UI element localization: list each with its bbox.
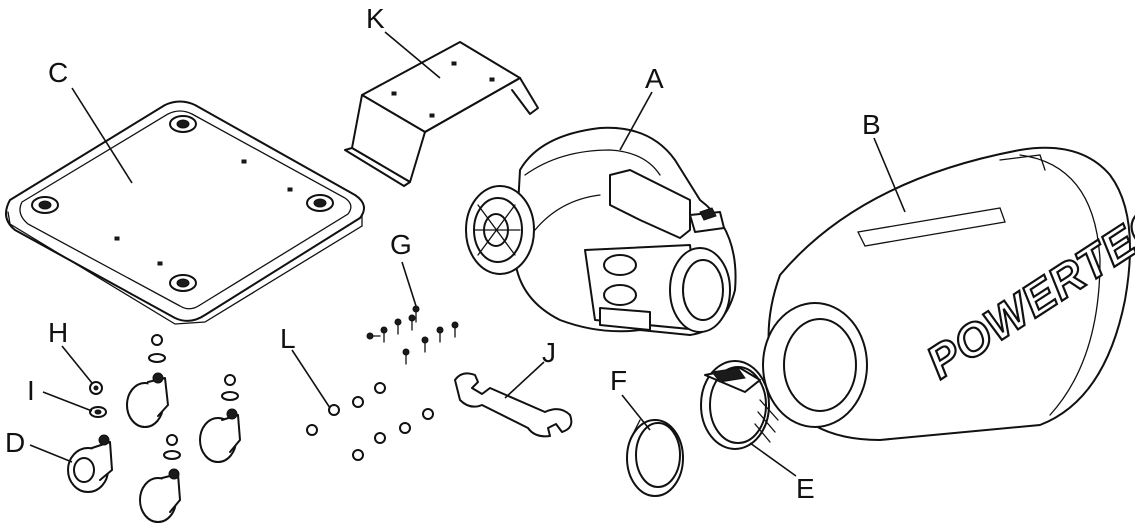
screw <box>408 314 416 331</box>
motor-cylinder <box>584 244 731 333</box>
part-c-base-plate <box>5 100 365 325</box>
label-e: E <box>796 473 815 504</box>
label-b: B <box>862 109 881 140</box>
caster <box>126 334 169 428</box>
part-g-screws <box>366 305 459 365</box>
label-h: H <box>48 317 68 348</box>
label-l: L <box>280 323 296 354</box>
part-f-ring <box>626 419 684 497</box>
label-i: I <box>27 375 35 406</box>
part-b-canister: POWERTEC. <box>762 146 1135 441</box>
part-a-blower-motor <box>465 126 737 336</box>
label-k: K <box>366 3 385 34</box>
screw <box>451 321 459 338</box>
screw <box>402 348 410 365</box>
screw <box>436 326 444 343</box>
label-d: D <box>5 427 25 458</box>
screw <box>366 332 381 340</box>
plate-foot-hole <box>31 196 59 214</box>
plate-foot-hole <box>306 194 334 212</box>
caster <box>199 374 241 463</box>
label-f: F <box>610 365 627 396</box>
blower-inlet <box>465 185 535 275</box>
part-k-bracket <box>344 41 539 187</box>
part-i-washer <box>89 406 107 418</box>
label-a: A <box>645 63 664 94</box>
plate-foot-hole <box>169 115 197 133</box>
part-e-hose-clamp <box>700 360 779 450</box>
screw <box>421 336 429 353</box>
screw <box>394 318 402 335</box>
label-c: C <box>48 57 68 88</box>
part-l-nuts <box>306 382 434 461</box>
part-d-caster <box>67 434 113 493</box>
part-labels: A B C D E F G H I J K L <box>5 3 881 504</box>
switch-box <box>609 169 725 239</box>
leader-lines <box>29 31 906 477</box>
part-j-wrench <box>454 372 573 438</box>
screw <box>380 326 388 343</box>
caster <box>139 434 181 523</box>
label-g: G <box>390 229 412 260</box>
label-j: J <box>542 337 556 368</box>
plate-foot-hole <box>169 274 197 292</box>
part-h-nut <box>89 381 103 395</box>
